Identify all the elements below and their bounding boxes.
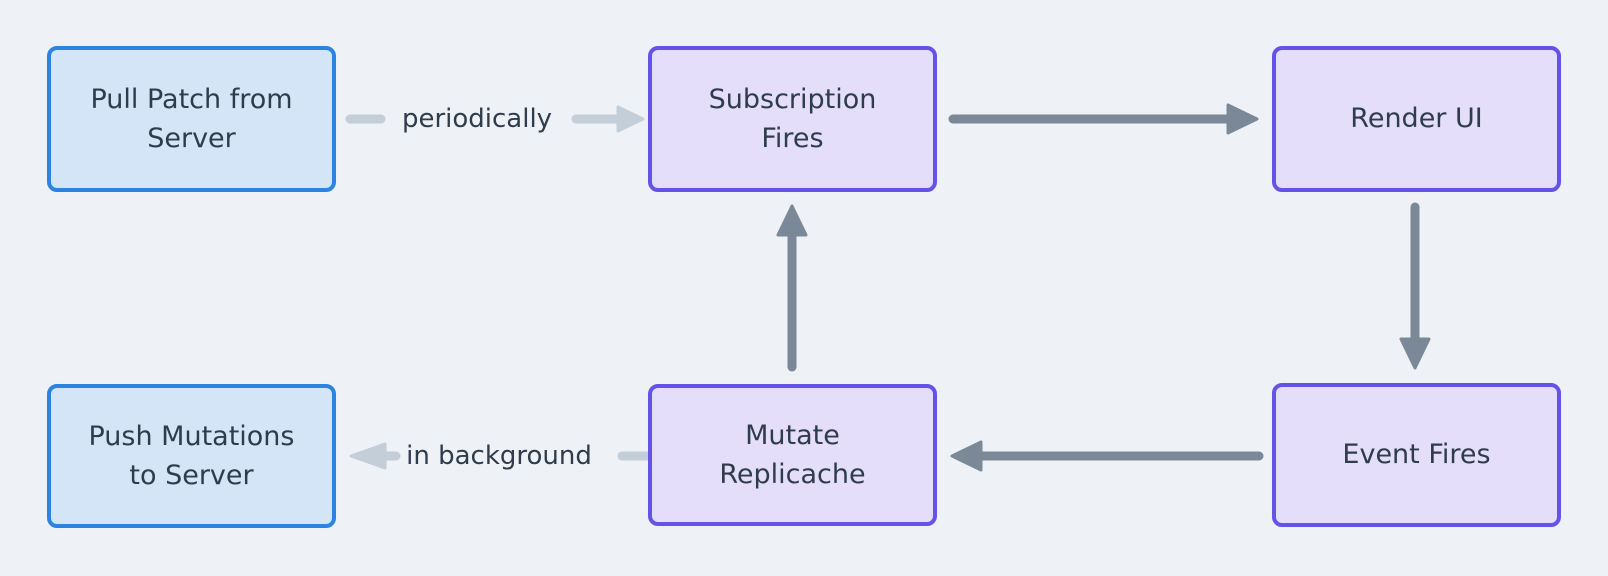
node-pull-patch-from-server: Pull Patch from Server	[47, 46, 336, 192]
node-subscription-fires: Subscription Fires	[648, 46, 937, 192]
node-mutate-replicache: Mutate Replicache	[648, 384, 937, 526]
edge-event-to-mutate-arrowhead-icon	[950, 440, 983, 472]
edge-mutate-to-subscription-arrowhead-icon	[776, 204, 808, 237]
edge-background-arrowhead-icon	[349, 442, 387, 470]
edge-subscription-to-render-arrowhead-icon	[1226, 103, 1259, 135]
edge-render-to-event-arrowhead-icon	[1399, 337, 1431, 370]
node-render-ui: Render UI	[1272, 46, 1561, 192]
node-event-fires: Event Fires	[1272, 383, 1561, 527]
node-push-mutations-to-server: Push Mutations to Server	[47, 384, 336, 528]
edge-label-in-background: in background	[406, 441, 592, 471]
edge-periodically-arrowhead-icon	[616, 105, 645, 133]
edge-label-periodically: periodically	[401, 104, 553, 134]
